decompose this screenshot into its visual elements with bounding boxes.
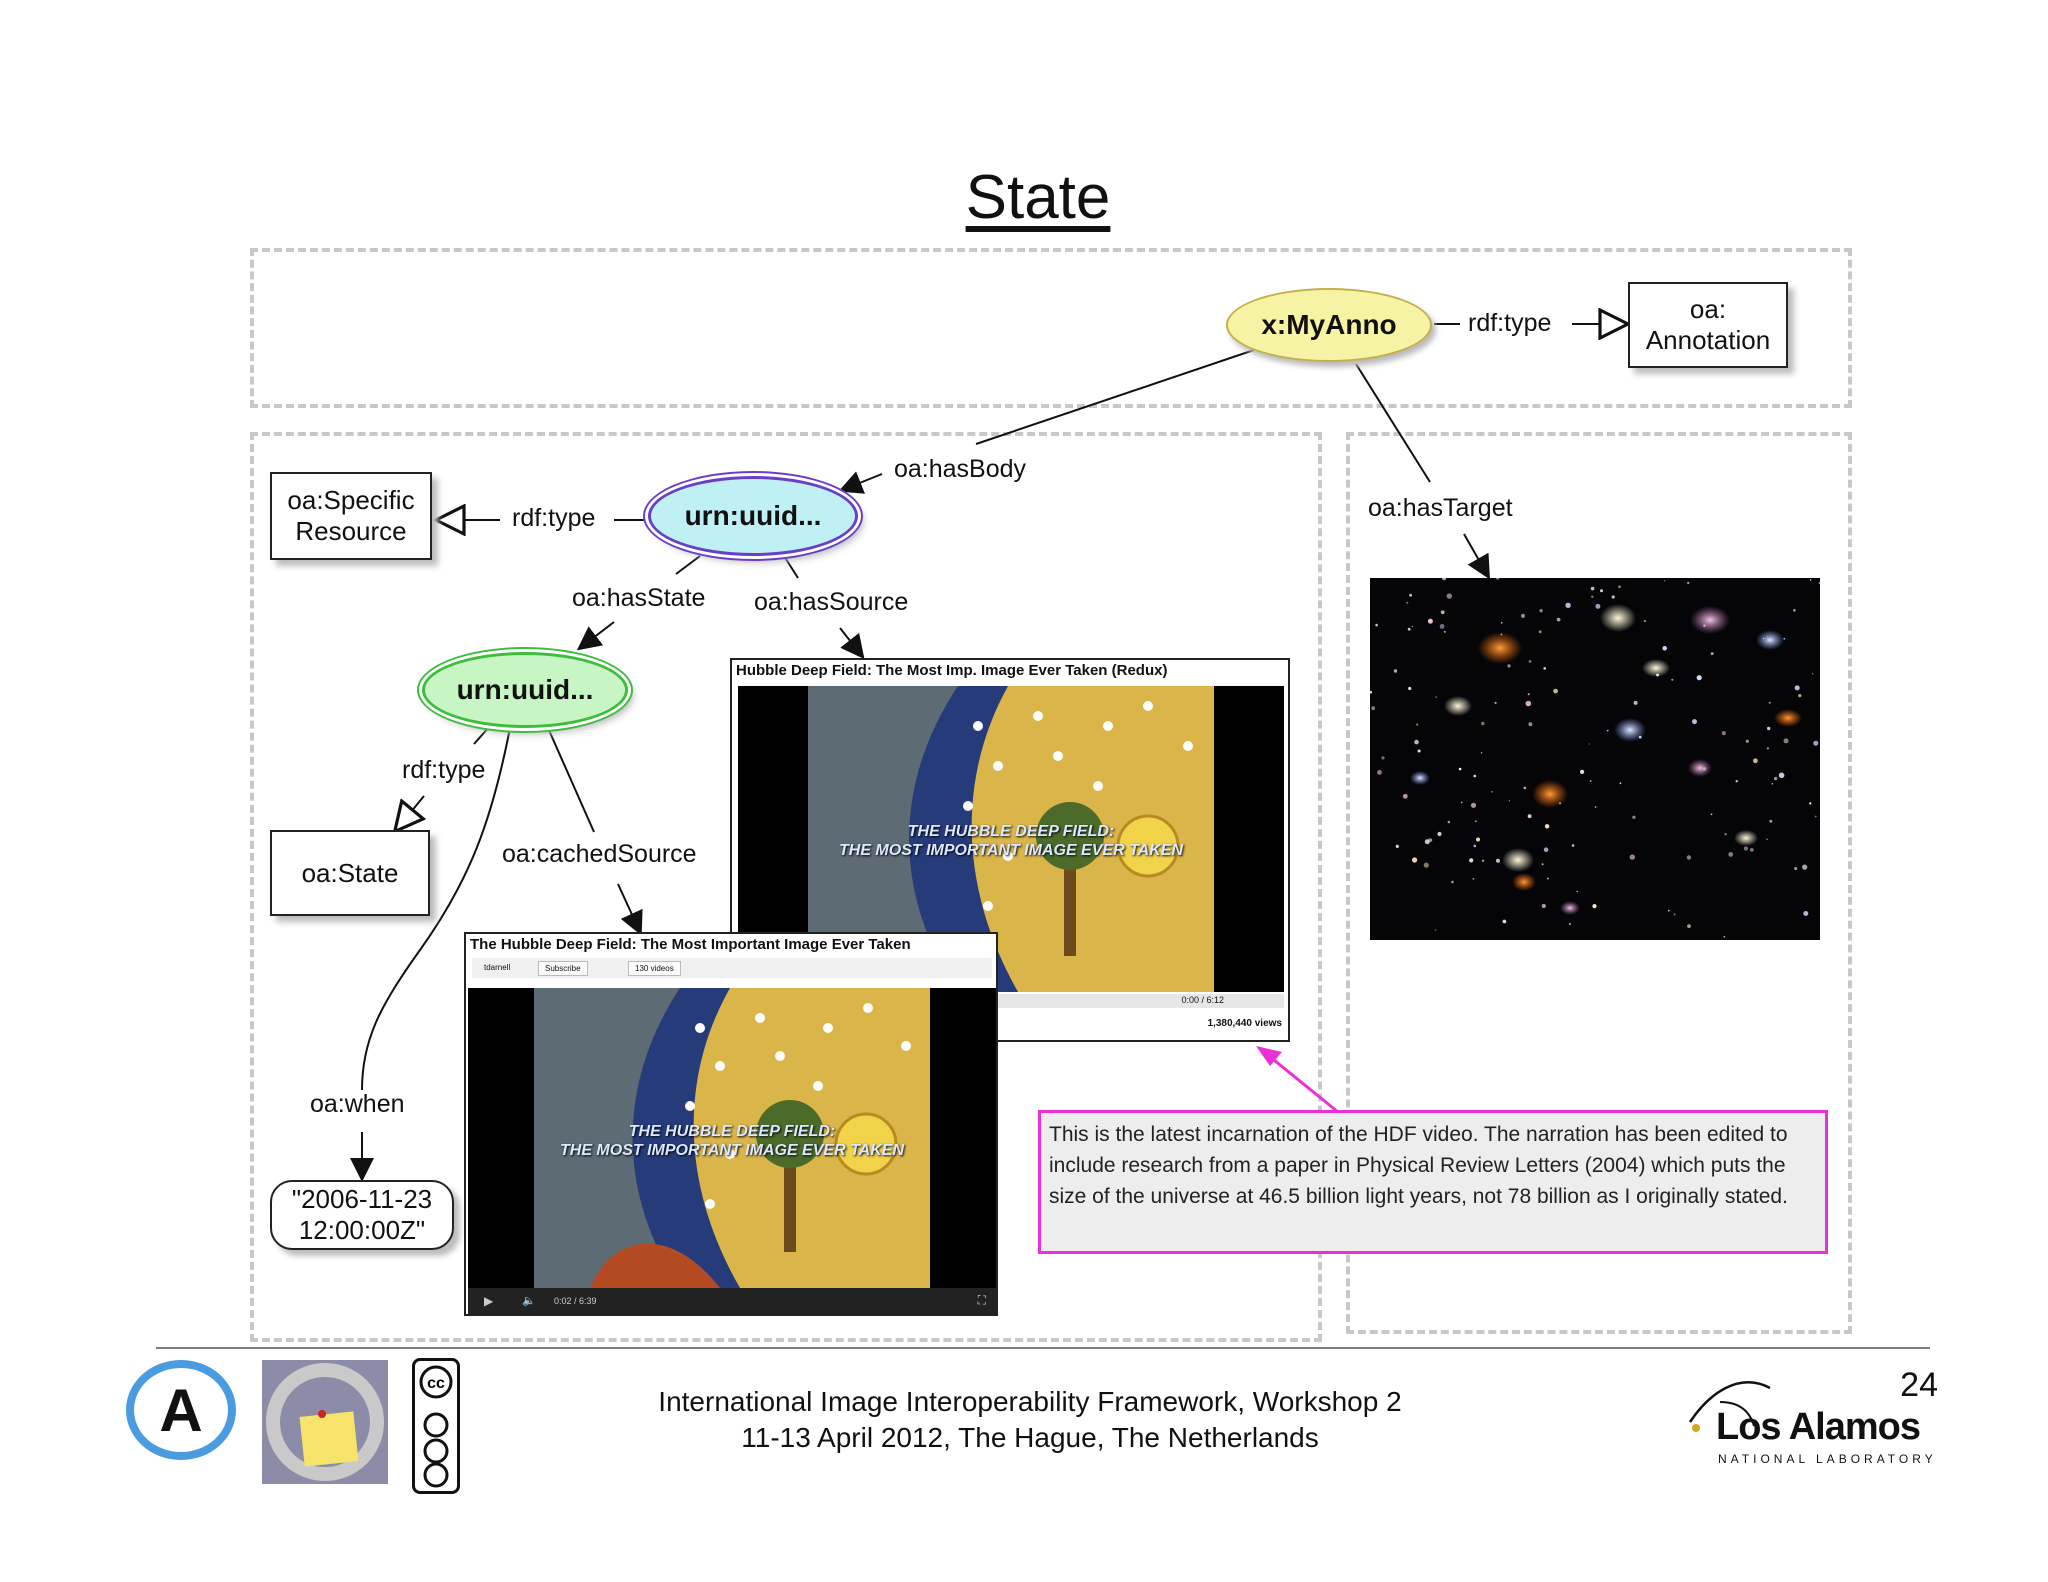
- video-cached-title: The Hubble Deep Field: The Most Importan…: [470, 936, 911, 953]
- state-type-label: rdf:type: [402, 756, 486, 784]
- annotation-logo: A: [126, 1360, 236, 1460]
- subscribe-button[interactable]: Subscribe: [538, 961, 588, 976]
- state-node: urn:uuid...: [422, 652, 628, 728]
- state-node-label: urn:uuid...: [456, 674, 594, 705]
- annotation-class-label: oa: Annotation: [1645, 294, 1771, 355]
- los-alamos-swoosh-icon: [1688, 1381, 1771, 1432]
- annotation-region: [250, 248, 1852, 408]
- annotation-ontology-logo: [262, 1360, 388, 1484]
- video-cached-time: 0:02 / 6:39: [554, 1296, 597, 1306]
- page-number: 24: [1900, 1366, 1938, 1404]
- video-cached-overlay: THE HUBBLE DEEP FIELD: THE MOST IMPORTAN…: [559, 1123, 904, 1159]
- specific-resource-node: oa:Specific Resource: [270, 472, 432, 560]
- cached-source-label: oa:cachedSource: [502, 840, 697, 868]
- target-region: [1346, 432, 1852, 1334]
- video-change-note: This is the latest incarnation of the HD…: [1038, 1110, 1828, 1254]
- video-redux-title: Hubble Deep Field: The Most Imp. Image E…: [736, 662, 1168, 679]
- video-cached-channel: tdarnell: [484, 963, 511, 972]
- volume-icon[interactable]: 🔈: [522, 1295, 536, 1307]
- state-class-node: oa:State: [270, 830, 430, 916]
- anno-node: x:MyAnno: [1226, 288, 1432, 362]
- video-cached-player[interactable]: THE HUBBLE DEEP FIELD: THE MOST IMPORTAN…: [468, 988, 996, 1288]
- video-cached-channel-bar: tdarnell Subscribe 130 videos: [472, 958, 992, 978]
- state-class-label: oa:State: [301, 857, 399, 888]
- video-cached-screenshot: The Hubble Deep Field: The Most Importan…: [464, 932, 998, 1316]
- los-alamos-logo-text: Los Alamos: [1716, 1406, 1921, 1448]
- video-redux-overlay: THE HUBBLE DEEP FIELD: THE MOST IMPORTAN…: [838, 823, 1183, 859]
- video-cached-artwork: [534, 988, 930, 1288]
- has-source-label: oa:hasSource: [754, 588, 909, 616]
- video-redux-time: 0:00 / 6:12: [1181, 995, 1224, 1005]
- when-value-node: "2006-11-23 12:00:00Z": [270, 1180, 454, 1250]
- body-node: urn:uuid...: [648, 476, 858, 556]
- slide-title: State: [965, 163, 1111, 232]
- has-target-label: oa:hasTarget: [1368, 494, 1513, 522]
- creative-commons-license-icon: cc: [412, 1358, 460, 1494]
- has-body-label: oa:hasBody: [894, 455, 1027, 483]
- footer-line-2: 11-13 April 2012, The Hague, The Netherl…: [741, 1422, 1319, 1453]
- when-value-label: "2006-11-23 12:00:00Z": [291, 1184, 433, 1245]
- svg-text:cc: cc: [427, 1375, 445, 1392]
- has-state-label: oa:hasState: [572, 584, 706, 612]
- annotation-logo-letter: A: [159, 1376, 203, 1444]
- fullscreen-icon[interactable]: ⛶: [977, 1293, 986, 1307]
- footer-line-1: International Image Interoperability Fra…: [658, 1386, 1402, 1417]
- play-icon[interactable]: ▶: [484, 1294, 494, 1308]
- when-label: oa:when: [310, 1090, 405, 1118]
- video-redux-views: 1,380,440 views: [1207, 1018, 1282, 1029]
- anno-node-label: x:MyAnno: [1261, 309, 1397, 340]
- body-type-label: rdf:type: [512, 504, 596, 532]
- video-cached-controls[interactable]: ▶ 🔈 0:02 / 6:39 ⛶: [468, 1288, 996, 1314]
- body-node-label: urn:uuid...: [684, 500, 822, 531]
- galaxy-field-graphic: [1369, 576, 1821, 940]
- los-alamos-logo-subtext: NATIONAL LABORATORY: [1718, 1452, 1937, 1466]
- video-count-button[interactable]: 130 videos: [628, 961, 681, 976]
- body-region: [250, 432, 1322, 1342]
- anno-type-label: rdf:type: [1468, 309, 1552, 337]
- annotation-class-node: oa: Annotation: [1628, 282, 1788, 368]
- specific-resource-label: oa:Specific Resource: [287, 485, 415, 546]
- sticky-note-icon: [266, 1363, 384, 1481]
- hubble-deep-field-image: [1369, 576, 1821, 940]
